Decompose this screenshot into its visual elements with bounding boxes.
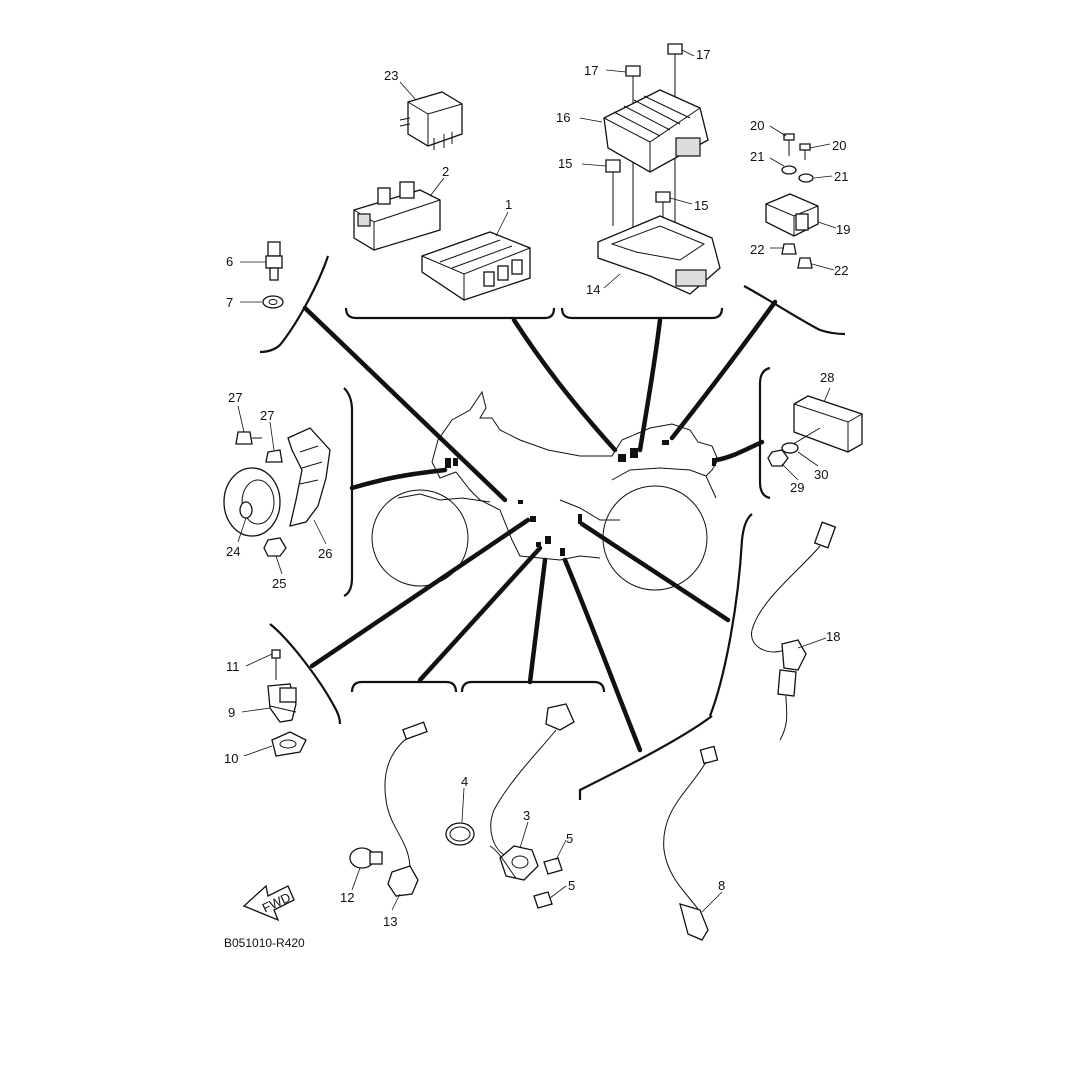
callout-12: 12 (340, 890, 354, 905)
nut-22-right[interactable] (797, 257, 813, 269)
nut-22-left[interactable] (781, 243, 797, 255)
callout-10: 10 (224, 751, 238, 766)
callout-9: 9 (228, 705, 235, 720)
label-leaders (237, 49, 837, 913)
callout-6: 6 (226, 254, 233, 269)
callout-2: 2 (442, 164, 449, 179)
callout-29: 29 (790, 480, 804, 495)
callout-25: 25 (272, 576, 286, 591)
gasket-7[interactable] (262, 295, 284, 309)
callout-15a: 15 (558, 156, 572, 171)
diagram-code: B051010-R420 (224, 936, 305, 950)
motorcycle-outline (371, 390, 719, 591)
callout-15b: 15 (694, 198, 708, 213)
bolt-11[interactable] (271, 649, 281, 680)
callout-17a: 17 (584, 63, 598, 78)
callout-5b: 5 (568, 878, 575, 893)
temperature-sensor-6[interactable] (265, 241, 283, 281)
callout-20b: 20 (832, 138, 846, 153)
bolt-15-left[interactable] (605, 159, 621, 226)
callout-20a: 20 (750, 118, 764, 133)
bike-part-marks (445, 440, 716, 556)
screw-5-lower[interactable] (533, 891, 553, 909)
callout-11: 11 (226, 659, 240, 674)
callout-27b: 27 (260, 408, 274, 423)
group-brackets (259, 255, 846, 800)
speed-sensor-18[interactable] (751, 521, 837, 741)
nut-29[interactable] (767, 449, 789, 467)
rectifier-regulator-16[interactable] (603, 89, 709, 173)
sensor-13[interactable] (384, 721, 428, 897)
reflector-28[interactable] (789, 395, 863, 453)
bolt-27-left[interactable] (235, 431, 262, 445)
oxygen-sensor-8[interactable] (663, 745, 719, 941)
callout-1: 1 (505, 197, 512, 212)
callout-13: 13 (383, 914, 397, 929)
callout-17b: 17 (696, 47, 710, 62)
callout-22a: 22 (750, 242, 764, 257)
screw-5-upper[interactable] (543, 857, 563, 875)
horn-24[interactable] (223, 467, 281, 537)
relay-23[interactable] (399, 91, 463, 150)
callout-22b: 22 (834, 263, 848, 278)
callout-19: 19 (836, 222, 850, 237)
callout-8: 8 (718, 878, 725, 893)
nut-25[interactable] (263, 537, 287, 557)
connector-plug[interactable] (490, 703, 575, 857)
callout-labels: 1 2 3 4 5 5 6 7 8 9 10 11 12 13 14 15 15… (224, 47, 850, 929)
callout-16: 16 (556, 110, 570, 125)
screw-20-right[interactable] (799, 143, 811, 160)
screw-20-left[interactable] (783, 133, 795, 156)
callout-3: 3 (523, 808, 530, 823)
callout-5a: 5 (566, 831, 573, 846)
callout-30: 30 (814, 467, 828, 482)
forward-arrow: FWD (242, 884, 295, 922)
bolt-17-right[interactable] (667, 43, 683, 234)
callout-24: 24 (226, 544, 240, 559)
horn-bracket-26[interactable] (287, 427, 331, 527)
callout-18: 18 (826, 629, 840, 644)
pressure-switch-12[interactable] (349, 847, 383, 869)
o-ring-10[interactable] (271, 731, 307, 757)
callout-21b: 21 (834, 169, 848, 184)
relay-2[interactable] (353, 181, 441, 251)
relay-1[interactable] (421, 231, 531, 301)
callout-27a: 27 (228, 390, 242, 405)
bolt-27-right[interactable] (265, 449, 283, 463)
o-ring-4[interactable] (445, 822, 475, 846)
callout-23: 23 (384, 68, 398, 83)
relay-19[interactable] (765, 193, 819, 237)
callout-14: 14 (586, 282, 600, 297)
washer-21-right[interactable] (798, 173, 814, 183)
callout-leaders (302, 299, 778, 753)
callout-26: 26 (318, 546, 332, 561)
callout-7: 7 (226, 295, 233, 310)
throttle-sensor-3[interactable] (489, 845, 539, 881)
callout-4: 4 (461, 774, 468, 789)
bracket-14[interactable] (597, 215, 721, 295)
callout-21a: 21 (750, 149, 764, 164)
sensor-9[interactable] (267, 683, 297, 723)
callout-28: 28 (820, 370, 834, 385)
washer-21-left[interactable] (781, 165, 797, 175)
washer-30[interactable] (781, 442, 799, 454)
